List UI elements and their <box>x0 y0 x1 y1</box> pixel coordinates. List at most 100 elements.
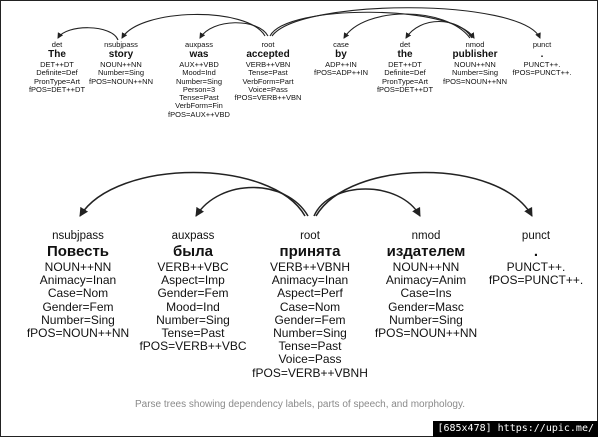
feature: fPOS=NOUN++NN <box>374 326 478 341</box>
feature: Person=3 <box>182 84 216 94</box>
token-prinyata: root принята VERB++VBNH Animacy=Inan Asp… <box>252 229 368 380</box>
feature: Case=Ins <box>400 286 452 301</box>
feature: VerbForm=Part <box>242 76 294 86</box>
feature: fPOS=NOUN++NN <box>443 76 507 86</box>
feature: Case=Nom <box>47 286 109 301</box>
token-was: auxpass was AUX++VBD Mood=Ind Number=Sin… <box>168 40 230 119</box>
feature: Tense=Past <box>278 339 342 354</box>
feature: fPOS=PUNCT++. <box>488 273 584 288</box>
feature: Number=Sing <box>451 68 499 78</box>
feature: PUNCT++. <box>506 260 566 274</box>
feature: NOUN++NN <box>454 60 496 69</box>
token-word: was <box>189 49 209 60</box>
token-word: . <box>533 243 539 260</box>
feature: Animacy=Inan <box>39 273 117 288</box>
feature: Definite=Def <box>36 68 78 78</box>
feature: VERB++VBC <box>157 260 229 274</box>
token-word: The <box>48 49 66 60</box>
feature: fPOS=DET++DT <box>376 84 434 94</box>
feature: fPOS=VERB++VBNH <box>252 365 368 380</box>
dep-label: det <box>399 40 411 49</box>
dep-label: det <box>51 40 63 49</box>
token-by: case by ADP++IN fPOS=ADP++IN <box>314 40 368 78</box>
dep-label: auxpass <box>171 230 215 242</box>
feature: NOUN++NN <box>44 260 112 274</box>
token-punct: punct . PUNCT++. fPOS=PUNCT++. <box>513 40 572 78</box>
figure-caption: Parse trees showing dependency labels, p… <box>134 399 465 410</box>
feature: Tense=Past <box>179 93 219 103</box>
token-punct-ru: punct . PUNCT++. fPOS=PUNCT++. <box>489 229 583 287</box>
dep-label: nsubjpass <box>104 40 138 49</box>
token-the: det The DET++DT Definite=Def PronType=Ar… <box>29 40 85 94</box>
feature: Mood=Ind <box>182 68 216 78</box>
token-word: . <box>540 49 544 60</box>
dep-label: nsubjpass <box>52 230 104 242</box>
feature: Number=Sing <box>273 326 347 341</box>
token-word: Повесть <box>46 243 110 260</box>
feature: ADP++IN <box>325 60 357 69</box>
token-word: издателем <box>386 243 466 260</box>
feature: fPOS=ADP++IN <box>314 68 368 78</box>
token-word: publisher <box>452 49 498 60</box>
token-publisher: nmod publisher NOUN++NN Number=Sing fPOS… <box>443 40 507 86</box>
dep-label: auxpass <box>185 40 213 49</box>
feature: Gender=Fem <box>42 299 114 314</box>
dep-label: root <box>300 230 320 242</box>
feature: NOUN++NN <box>392 260 460 274</box>
feature: PronType=Art <box>33 76 81 86</box>
feature: VERB++VBN <box>245 60 291 69</box>
feature: VerbForm=Fin <box>175 101 223 111</box>
feature: Gender=Masc <box>388 299 464 314</box>
feature: PronType=Art <box>381 76 429 86</box>
token-word: accepted <box>246 49 290 60</box>
token-word: by <box>335 49 347 60</box>
feature: AUX++VBD <box>179 60 219 69</box>
dep-label: punct <box>532 40 552 49</box>
token-word: story <box>108 49 134 60</box>
feature: DET++DT <box>388 60 422 69</box>
feature: Number=Sing <box>175 76 223 86</box>
dep-label: nmod <box>465 40 485 49</box>
feature: Number=Sing <box>156 312 230 327</box>
feature: Mood=Ind <box>166 299 220 314</box>
feature: Definite=Def <box>384 68 426 78</box>
feature: PUNCT++. <box>523 60 561 69</box>
token-accepted: root accepted VERB++VBN Tense=Past VerbF… <box>235 40 302 102</box>
token-story: nsubjpass story NOUN++NN Number=Sing fPO… <box>89 40 153 86</box>
feature: Number=Sing <box>389 312 463 327</box>
feature: DET++DT <box>40 60 74 69</box>
watermark: [685x478] https://upic.me/ <box>433 421 598 437</box>
feature: fPOS=VERB++VBN <box>234 93 302 103</box>
feature: Tense=Past <box>161 326 225 341</box>
dep-label: punct <box>521 230 551 242</box>
feature: Tense=Past <box>248 68 288 78</box>
feature: Case=Nom <box>279 299 341 314</box>
feature: Aspect=Imp <box>161 273 225 288</box>
feature: Animacy=Inan <box>271 273 349 288</box>
feature: Animacy=Anim <box>385 273 467 288</box>
feature: fPOS=DET++DT <box>28 84 86 94</box>
feature: Aspect=Perf <box>277 286 343 301</box>
feature: Number=Sing <box>41 312 115 327</box>
dep-label: case <box>333 40 349 49</box>
feature: fPOS=PUNCT++. <box>512 68 572 78</box>
token-word: the <box>397 49 413 60</box>
dep-label: nmod <box>411 230 441 242</box>
token-povest: nsubjpass Повесть NOUN++NN Animacy=Inan … <box>27 229 129 340</box>
feature: Gender=Fem <box>274 312 346 327</box>
feature: Number=Sing <box>97 68 145 78</box>
feature: NOUN++NN <box>100 60 142 69</box>
dep-label: root <box>261 40 275 49</box>
feature: fPOS=NOUN++NN <box>26 326 130 341</box>
feature: Voice=Pass <box>248 84 288 94</box>
feature: Gender=Fem <box>157 286 229 301</box>
token-the-2: det the DET++DT Definite=Def PronType=Ar… <box>377 40 433 94</box>
token-byla: auxpass была VERB++VBC Aspect=Imp Gender… <box>139 229 246 353</box>
feature: fPOS=VERB++VBC <box>139 339 247 354</box>
token-word: принята <box>279 243 341 260</box>
feature: Voice=Pass <box>278 352 342 367</box>
token-izdatelem: nmod издателем NOUN++NN Animacy=Anim Cas… <box>375 229 477 340</box>
feature: VERB++VBNH <box>269 260 351 274</box>
token-word: была <box>173 243 213 260</box>
